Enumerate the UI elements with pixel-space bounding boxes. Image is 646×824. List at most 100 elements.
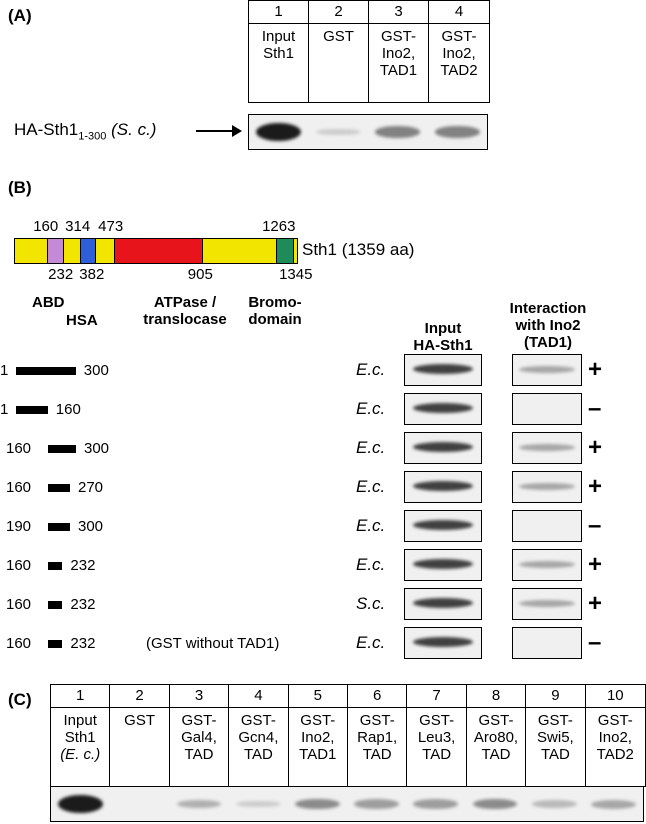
construct-bar (48, 640, 63, 648)
construct-start: 1 (0, 401, 9, 418)
position-label-bottom: 905 (187, 266, 213, 283)
lane-label: GST (110, 708, 170, 786)
interaction-blot (512, 354, 582, 386)
expression-source: E.c. (356, 477, 386, 496)
band (315, 128, 361, 136)
band (58, 795, 104, 813)
panel-a-label: (A) (8, 6, 32, 25)
lane-label-line: (E. c.) (60, 746, 101, 763)
expression-source: E.c. (356, 438, 386, 457)
position-label-top: 473 (98, 218, 124, 235)
protein-name: Sth1 (1359 aa) (302, 240, 415, 259)
expression-source: E.c. (356, 633, 386, 652)
plus-mark: + (588, 551, 603, 578)
construct-bar (48, 523, 70, 531)
domain-hsa (80, 239, 97, 263)
plus-mark: + (588, 473, 603, 500)
lane-label-line: Input (63, 712, 97, 729)
construct-bar (48, 562, 63, 570)
position-label-bottom: 232 (48, 266, 74, 283)
lane-number: 4 (429, 1, 489, 24)
interaction-blot (512, 471, 582, 503)
band (590, 799, 636, 809)
interaction-band (519, 366, 575, 373)
lane-number: 5 (288, 685, 348, 708)
construct-start: 160 (6, 635, 32, 652)
input-blot (404, 432, 482, 464)
interaction-blot (512, 627, 582, 659)
input-blot (404, 627, 482, 659)
construct-start: 160 (6, 596, 32, 613)
lane-label: Input Sth1 (249, 24, 309, 102)
lane-label: GST- Ino2, TAD1 (369, 24, 429, 102)
domain-atpase (114, 239, 204, 263)
lane-number: 7 (407, 685, 467, 708)
construct-end: 232 (70, 635, 96, 652)
interaction-band (519, 600, 575, 607)
lane-label: GST- Swi5, TAD (526, 708, 586, 786)
panel-a-blot-label: HA-Sth11-300 (S. c.) (14, 120, 157, 143)
input-blot (404, 471, 482, 503)
lane-number: 3 (369, 1, 429, 24)
band (176, 799, 222, 809)
domain-abd (47, 239, 64, 263)
construct-bar (48, 484, 70, 492)
input-band (413, 364, 473, 374)
input-band (413, 598, 473, 608)
interaction-blot (512, 432, 582, 464)
expression-source: E.c. (356, 360, 386, 379)
position-label-top: 314 (65, 218, 91, 235)
label-bromodomain: Bromo-domain (248, 294, 302, 328)
input-band (413, 520, 473, 530)
domain-linker-2 (96, 239, 115, 263)
input-blot (404, 354, 482, 386)
domain-c-term (294, 239, 297, 263)
interaction-blot (512, 549, 582, 581)
plus-mark: + (588, 434, 603, 461)
plus-mark: + (588, 356, 603, 383)
lane-label: GST- Leu3, TAD (407, 708, 467, 786)
expression-source: E.c. (356, 399, 386, 418)
construct-end: 232 (70, 557, 96, 574)
position-label-top: 1263 (262, 218, 296, 235)
interaction-band (519, 483, 575, 490)
band (235, 800, 281, 808)
plus-mark: + (588, 590, 603, 617)
construct-start: 160 (6, 557, 32, 574)
panel-c-blot (50, 786, 644, 822)
band (531, 800, 577, 808)
minus-mark: – (588, 512, 602, 539)
lane-label: GST- Gal4, TAD (170, 708, 230, 786)
band (256, 123, 302, 141)
construct-bar (16, 406, 48, 414)
panel-c-label: (C) (8, 690, 32, 709)
construct-end: 232 (70, 596, 96, 613)
label-abd: ABD (32, 294, 65, 311)
construct-bar (16, 367, 76, 375)
lane-label: GST- Aro80, TAD (467, 708, 527, 786)
lane-number: 1 (51, 685, 111, 708)
construct-start: 160 (6, 440, 32, 457)
band (472, 798, 518, 810)
label-hsa: HSA (66, 312, 98, 329)
construct-end: 300 (83, 362, 109, 379)
domain-n-term (15, 239, 48, 263)
construct-start: 1 (0, 362, 9, 379)
lane-number: 2 (110, 685, 170, 708)
construct-start: 190 (6, 518, 32, 535)
construct-note: (GST without TAD1) (146, 635, 280, 652)
input-band (413, 403, 473, 413)
construct-end: 300 (78, 518, 104, 535)
band (294, 798, 340, 810)
position-label-top: 160 (33, 218, 59, 235)
expression-source: S.c. (356, 594, 386, 613)
band (413, 799, 459, 809)
interaction-blot (512, 510, 582, 542)
lane-number: 2 (309, 1, 369, 24)
minus-mark: – (588, 395, 602, 422)
expression-source: E.c. (356, 516, 386, 535)
